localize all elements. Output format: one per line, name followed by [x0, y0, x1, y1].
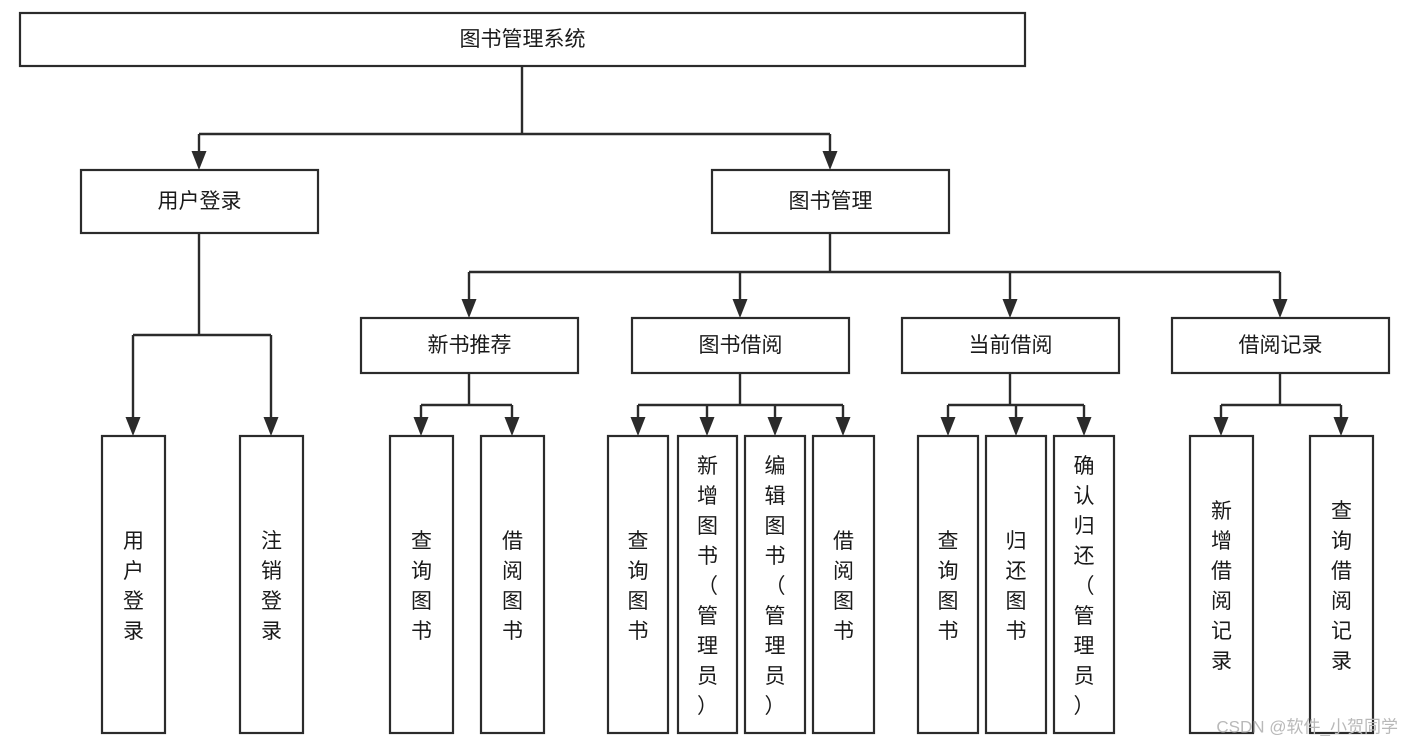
node-label: 新增图书（管理员）	[697, 455, 718, 718]
node-leaf-query-book-3[interactable]: 查询图书	[916, 434, 980, 735]
node-label: 查询借阅记录	[1331, 500, 1352, 673]
node-leaf-query-record[interactable]: 查询借阅记录	[1308, 434, 1375, 735]
node-label: 新增借阅记录	[1211, 500, 1232, 673]
node-leaf-add-book[interactable]: 新增图书（管理员）	[676, 434, 739, 735]
connector-edge-borrow-record-to-leaves	[1213, 373, 1349, 436]
connector-edge-root-to-level2	[191, 66, 838, 170]
node-label: 查询图书	[938, 530, 959, 643]
node-leaf-confirm-return[interactable]: 确认归还（管理员）	[1052, 434, 1116, 735]
node-label: 用户登录	[123, 530, 144, 643]
nodes-layer: 图书管理系统用户登录图书管理新书推荐图书借阅当前借阅借阅记录用户登录注销登录查询…	[18, 11, 1391, 735]
node-current-borrow[interactable]: 当前借阅	[900, 316, 1121, 375]
node-label: 查询图书	[628, 530, 649, 643]
node-label: 注销登录	[261, 530, 282, 643]
node-leaf-query-book-1[interactable]: 查询图书	[388, 434, 455, 735]
node-user-login[interactable]: 用户登录	[79, 168, 320, 235]
node-label: 用户登录	[158, 190, 242, 213]
node-new-book-rec[interactable]: 新书推荐	[359, 316, 580, 375]
node-label: 确认归还（管理员）	[1074, 455, 1095, 718]
csdn-watermark: CSDN @软件_小贺同学	[1216, 717, 1398, 736]
node-label: 查询图书	[411, 530, 432, 643]
node-root[interactable]: 图书管理系统	[18, 11, 1027, 68]
node-leaf-borrow-book-1[interactable]: 借阅图书	[479, 434, 546, 735]
node-leaf-logout[interactable]: 注销登录	[238, 434, 305, 735]
node-leaf-add-record[interactable]: 新增借阅记录	[1188, 434, 1255, 735]
node-leaf-return-book[interactable]: 归还图书	[984, 434, 1048, 735]
connector-edge-user-login-to-leaves	[125, 233, 279, 436]
node-label: 新书推荐	[428, 334, 512, 357]
node-label: 借阅图书	[502, 530, 523, 643]
node-leaf-borrow-book-2[interactable]: 借阅图书	[811, 434, 876, 735]
node-book-borrow[interactable]: 图书借阅	[630, 316, 851, 375]
node-label: 当前借阅	[969, 334, 1053, 357]
node-leaf-user-login[interactable]: 用户登录	[100, 434, 167, 735]
node-label: 图书管理	[789, 190, 873, 213]
node-label: 归还图书	[1006, 530, 1027, 643]
connector-edge-book-manage-to-level3	[461, 233, 1288, 318]
node-label: 借阅记录	[1239, 334, 1323, 357]
node-borrow-record[interactable]: 借阅记录	[1170, 316, 1391, 375]
edges-layer	[125, 66, 1349, 436]
node-label: 编辑图书（管理员）	[765, 455, 786, 718]
node-label: 借阅图书	[833, 530, 854, 643]
node-label: 图书管理系统	[460, 28, 586, 51]
node-leaf-query-book-2[interactable]: 查询图书	[606, 434, 670, 735]
node-label: 图书借阅	[699, 334, 783, 357]
connector-edge-current-borrow-to-leaves	[940, 373, 1092, 436]
connector-edge-new-book-rec-to-leaves	[413, 373, 520, 436]
node-leaf-edit-book[interactable]: 编辑图书（管理员）	[743, 434, 807, 735]
node-book-manage[interactable]: 图书管理	[710, 168, 951, 235]
connector-edge-book-borrow-to-leaves	[630, 373, 851, 436]
